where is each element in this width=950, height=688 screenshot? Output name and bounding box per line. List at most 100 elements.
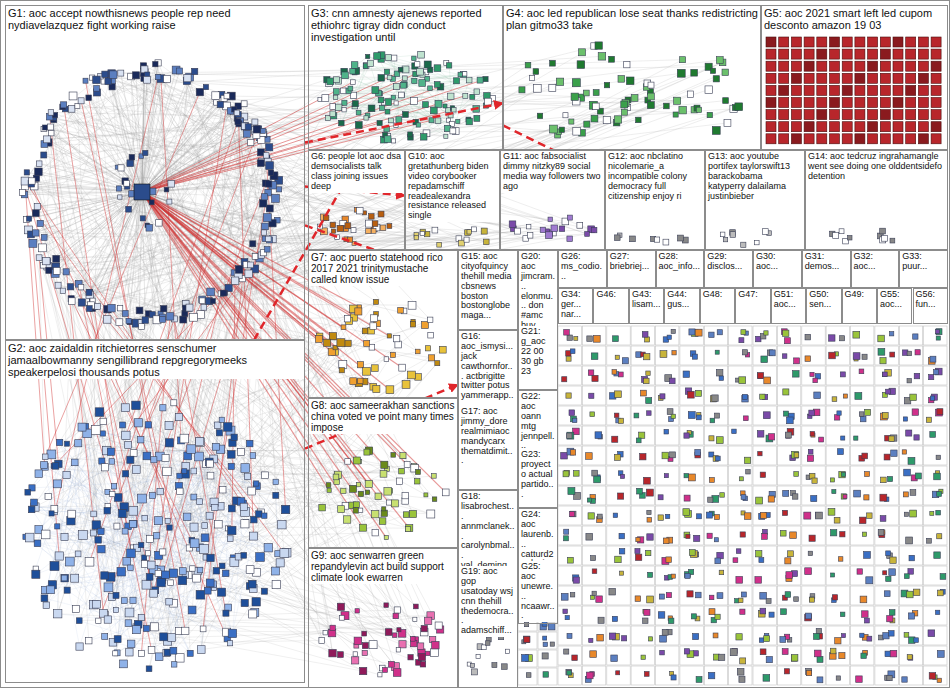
network-edge [98, 540, 165, 575]
vertex-icon [166, 598, 173, 605]
vertex-icon [207, 288, 215, 296]
vertex-icon [53, 268, 60, 275]
network-edge [231, 466, 282, 524]
vertex-icon [223, 610, 229, 616]
vertex-icon [34, 203, 40, 209]
vertex-icon [191, 468, 197, 474]
vertex-icon [385, 69, 390, 74]
network-edge [75, 462, 124, 507]
vertex-icon [127, 640, 135, 648]
network-edge [136, 75, 554, 228]
network-edge [163, 72, 726, 319]
vertex-icon [133, 466, 141, 474]
vertex-icon [384, 136, 391, 143]
vertex-icon [186, 304, 193, 311]
vertex-icon [167, 525, 172, 530]
vertex-icon [220, 487, 226, 493]
vertex-icon [196, 438, 204, 446]
vertex-icon [49, 511, 54, 516]
vertex-icon [122, 431, 130, 439]
network-edge [79, 621, 173, 651]
vertex-icon [241, 553, 247, 559]
vertex-icon [264, 153, 270, 159]
vertex-icon [368, 105, 375, 112]
vertex-icon [33, 230, 39, 236]
vertex-icon [143, 625, 149, 631]
vertex-icon [278, 521, 286, 529]
network-edge [148, 553, 190, 653]
vertex-icon [333, 89, 339, 95]
vertex-icon [111, 484, 116, 489]
vertex-icon [119, 510, 127, 518]
network-edge [87, 433, 118, 639]
network-edge [380, 123, 427, 133]
vertex-icon [281, 505, 289, 513]
vertex-icon [160, 549, 166, 555]
vertex-icon [37, 220, 43, 226]
vertex-icon [196, 438, 205, 447]
vertex-icon [113, 651, 118, 656]
vertex-icon [154, 533, 160, 539]
vertex-icon [83, 78, 88, 83]
network-edge [231, 466, 276, 495]
vertex-icon [244, 473, 250, 479]
vertex-icon [48, 124, 54, 130]
vertex-icon [187, 445, 196, 454]
network-edge [437, 68, 465, 96]
network-edge [173, 491, 251, 651]
network-edge [124, 449, 220, 601]
vertex-icon [35, 168, 43, 176]
vertex-icon [201, 534, 209, 542]
vertex-icon [463, 72, 467, 76]
vertex-icon [122, 310, 128, 316]
vertex-icon [19, 189, 25, 195]
vertex-icon [463, 93, 468, 98]
vertex-icon [180, 316, 187, 323]
vertex-icon [470, 94, 475, 99]
network-edge [107, 451, 227, 633]
vertex-icon [386, 55, 392, 61]
vertex-icon [75, 440, 82, 447]
vertex-icon [104, 616, 111, 623]
network-edge [341, 63, 370, 123]
vertex-icon [143, 452, 151, 460]
vertex-icon [417, 69, 424, 76]
network-edge [89, 94, 690, 292]
vertex-icon [127, 549, 136, 558]
vertex-icon [76, 643, 83, 650]
vertex-icon [105, 490, 110, 495]
vertex-icon [351, 80, 356, 85]
vertex-icon [210, 299, 215, 304]
vertex-icon [191, 494, 197, 500]
vertex-icon [165, 439, 173, 447]
vertex-icon [128, 565, 134, 571]
vertex-icon [99, 458, 105, 464]
vertex-icon [333, 95, 337, 99]
network-edge [112, 80, 233, 112]
vertex-icon [276, 559, 284, 567]
network-edge [148, 425, 256, 484]
vertex-icon [175, 414, 182, 421]
vertex-icon [364, 116, 368, 120]
network-edge [424, 75, 461, 137]
vertex-icon [65, 441, 70, 446]
network-edge [201, 633, 325, 650]
vertex-icon [228, 536, 234, 542]
vertex-icon [256, 511, 262, 517]
vertex-icon [411, 98, 418, 105]
vertex-icon [86, 637, 93, 644]
vertex-icon [378, 97, 384, 103]
vertex-icon [126, 649, 133, 656]
vertex-icon [238, 449, 245, 456]
vertex-icon [182, 627, 189, 634]
network-edge [54, 118, 526, 239]
vertex-icon [228, 641, 233, 646]
vertex-icon [78, 299, 85, 306]
vertex-icon [55, 552, 63, 560]
vertex-icon [64, 587, 70, 593]
network-edge [232, 509, 265, 592]
network-edge [142, 74, 416, 192]
vertex-icon [260, 128, 265, 133]
vertex-icon [166, 313, 173, 320]
vertex-icon [228, 463, 234, 469]
